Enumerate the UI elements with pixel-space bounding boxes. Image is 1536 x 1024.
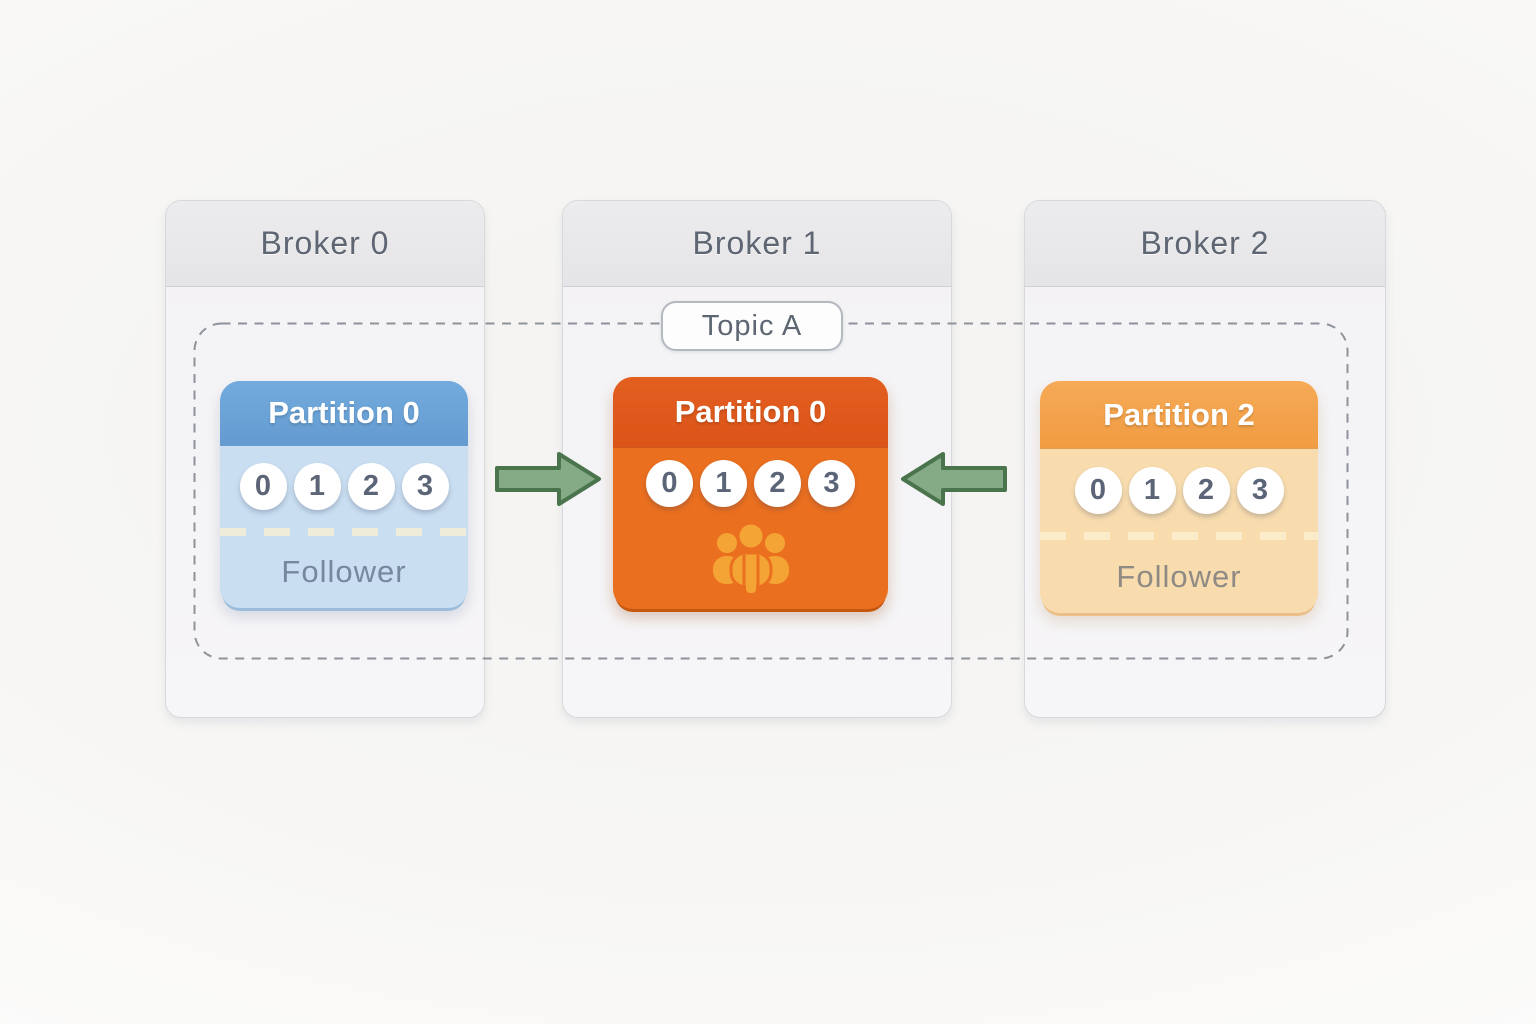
arrow-right-icon	[495, 452, 601, 506]
partition-title: Partition 2	[1040, 381, 1318, 449]
replica-divider-dashes	[1040, 532, 1318, 540]
offset-circle: 1	[700, 460, 747, 507]
offset-circle: 3	[808, 460, 855, 507]
offset-circle: 1	[293, 463, 341, 510]
topic-label: Topic A	[661, 301, 843, 351]
offset-circle: 2	[347, 463, 395, 510]
broker-2-label: Broker 2	[1140, 225, 1270, 261]
role-label: Follower	[281, 554, 407, 589]
partition-body: 0 1 2 3 Follower	[220, 445, 468, 608]
topic-label-text: Topic A	[701, 309, 803, 342]
broker-0-header: Broker 0	[166, 201, 484, 287]
offset-circle: 3	[1236, 466, 1284, 514]
arrow-left-icon	[901, 452, 1007, 506]
partition-card-follower-broker2: Partition 2 0 1 2 3 Follower	[1040, 381, 1318, 613]
offsets-row: 0 1 2 3	[239, 463, 449, 510]
partition-title-text: Partition 0	[268, 395, 420, 430]
offset-circle: 2	[1182, 466, 1230, 514]
partition-title-text: Partition 2	[1103, 396, 1255, 432]
broker-0-label: Broker 0	[260, 225, 390, 261]
offsets-row: 0 1 2 3	[646, 460, 855, 507]
offset-circle: 0	[1074, 466, 1122, 514]
offset-circle: 0	[239, 463, 287, 510]
offsets-row: 0 1 2 3	[1074, 466, 1284, 514]
offset-circle: 3	[401, 463, 449, 510]
replica-divider-dashes	[220, 528, 468, 536]
offset-circle: 1	[1128, 466, 1176, 514]
offset-circle: 2	[754, 460, 801, 507]
broker-2-header: Broker 2	[1025, 201, 1385, 287]
broker-1-header: Broker 1	[563, 201, 951, 287]
partition-title: Partition 0	[613, 377, 888, 448]
partition-card-follower-broker0: Partition 0 0 1 2 3 Follower	[220, 381, 468, 608]
broker-1-label: Broker 1	[692, 225, 822, 261]
partition-body: 0 1 2 3	[613, 447, 888, 609]
partition-title-text: Partition 0	[674, 394, 827, 429]
partition-title: Partition 0	[220, 381, 468, 446]
partition-body: 0 1 2 3 Follower	[1040, 448, 1318, 613]
consumers-icon	[712, 521, 789, 593]
partition-card-leader-broker1: Partition 0 0 1 2 3	[613, 377, 888, 609]
offset-circle: 0	[646, 460, 693, 507]
role-label: Follower	[1116, 558, 1242, 594]
